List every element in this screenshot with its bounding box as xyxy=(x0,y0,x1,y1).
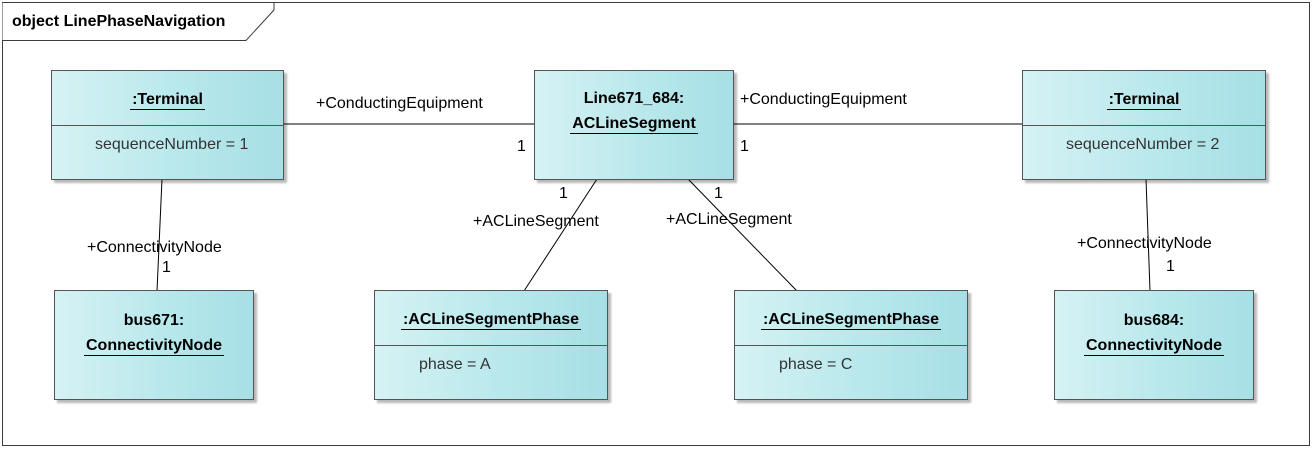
multiplicity-segment-phaseC: 1 xyxy=(714,185,723,202)
object-header: Line671_684: ACLineSegment xyxy=(535,89,733,134)
role-aclinesegment-left: +ACLineSegment xyxy=(473,213,599,230)
role-conducting-equipment-right: +ConductingEquipment xyxy=(740,91,907,108)
role-aclinesegment-right: +ACLineSegment xyxy=(666,211,792,228)
multiplicity-segment-phaseA: 1 xyxy=(559,185,568,202)
compartment-divider xyxy=(1023,125,1265,126)
object-header: bus671: ConnectivityNode xyxy=(55,311,253,356)
role-connectivity-node-right: +ConnectivityNode xyxy=(1077,235,1212,252)
attribute-sequence-number: sequenceNumber = 1 xyxy=(95,136,249,153)
object-name-line1: bus671: xyxy=(123,312,185,329)
object-header: :ACLineSegmentPhase xyxy=(735,291,967,349)
object-phase-c[interactable]: :ACLineSegmentPhase phase = C xyxy=(734,290,968,400)
object-name: :ACLineSegmentPhase xyxy=(760,311,942,330)
link-segment-phaseA[interactable] xyxy=(523,178,598,292)
object-header: :Terminal xyxy=(52,71,283,129)
compartment-divider xyxy=(375,345,607,346)
role-connectivity-node-left: +ConnectivityNode xyxy=(87,239,222,256)
compartment-divider xyxy=(735,345,967,346)
attribute-phase: phase = A xyxy=(419,356,491,373)
object-name-line2: ConnectivityNode xyxy=(83,337,224,356)
compartment-divider xyxy=(52,125,283,126)
object-name: :ACLineSegmentPhase xyxy=(400,311,582,330)
multiplicity-terminal1-bus671: 1 xyxy=(162,259,171,276)
attribute-phase: phase = C xyxy=(779,356,853,373)
object-bus684[interactable]: bus684: ConnectivityNode xyxy=(1054,290,1254,400)
link-terminal2-bus684[interactable] xyxy=(1145,178,1151,292)
object-line671-684[interactable]: Line671_684: ACLineSegment xyxy=(534,70,734,180)
object-bus671[interactable]: bus671: ConnectivityNode xyxy=(54,290,254,400)
object-phase-a[interactable]: :ACLineSegmentPhase phase = A xyxy=(374,290,608,400)
frame-name: LinePhaseNavigation xyxy=(64,13,226,30)
frame-kind: object xyxy=(12,13,60,30)
frame-title: object LinePhaseNavigation xyxy=(12,13,225,30)
multiplicity-terminal2-bus684: 1 xyxy=(1166,258,1175,275)
object-header: :ACLineSegmentPhase xyxy=(375,291,607,349)
object-name-line2: ConnectivityNode xyxy=(1083,337,1224,356)
attribute-sequence-number: sequenceNumber = 2 xyxy=(1066,136,1220,153)
multiplicity-terminal1-segment: 1 xyxy=(517,138,526,155)
object-terminal-2[interactable]: :Terminal sequenceNumber = 2 xyxy=(1022,70,1266,180)
link-terminal1-bus671[interactable] xyxy=(156,178,163,292)
object-name-line2: ACLineSegment xyxy=(570,115,698,134)
object-header: :Terminal xyxy=(1023,71,1265,129)
frame-title-tab: object LinePhaseNavigation xyxy=(2,2,275,41)
link-segment-phaseC[interactable] xyxy=(687,178,798,292)
object-header: bus684: ConnectivityNode xyxy=(1055,311,1253,356)
role-conducting-equipment-left: +ConductingEquipment xyxy=(316,95,483,112)
multiplicity-segment-terminal2: 1 xyxy=(740,138,749,155)
object-name: :Terminal xyxy=(130,91,205,110)
object-name: :Terminal xyxy=(1106,91,1182,110)
object-name-line1: bus684: xyxy=(1123,312,1185,329)
object-name-line1: Line671_684: xyxy=(583,90,685,107)
object-terminal-1[interactable]: :Terminal sequenceNumber = 1 xyxy=(51,70,284,180)
